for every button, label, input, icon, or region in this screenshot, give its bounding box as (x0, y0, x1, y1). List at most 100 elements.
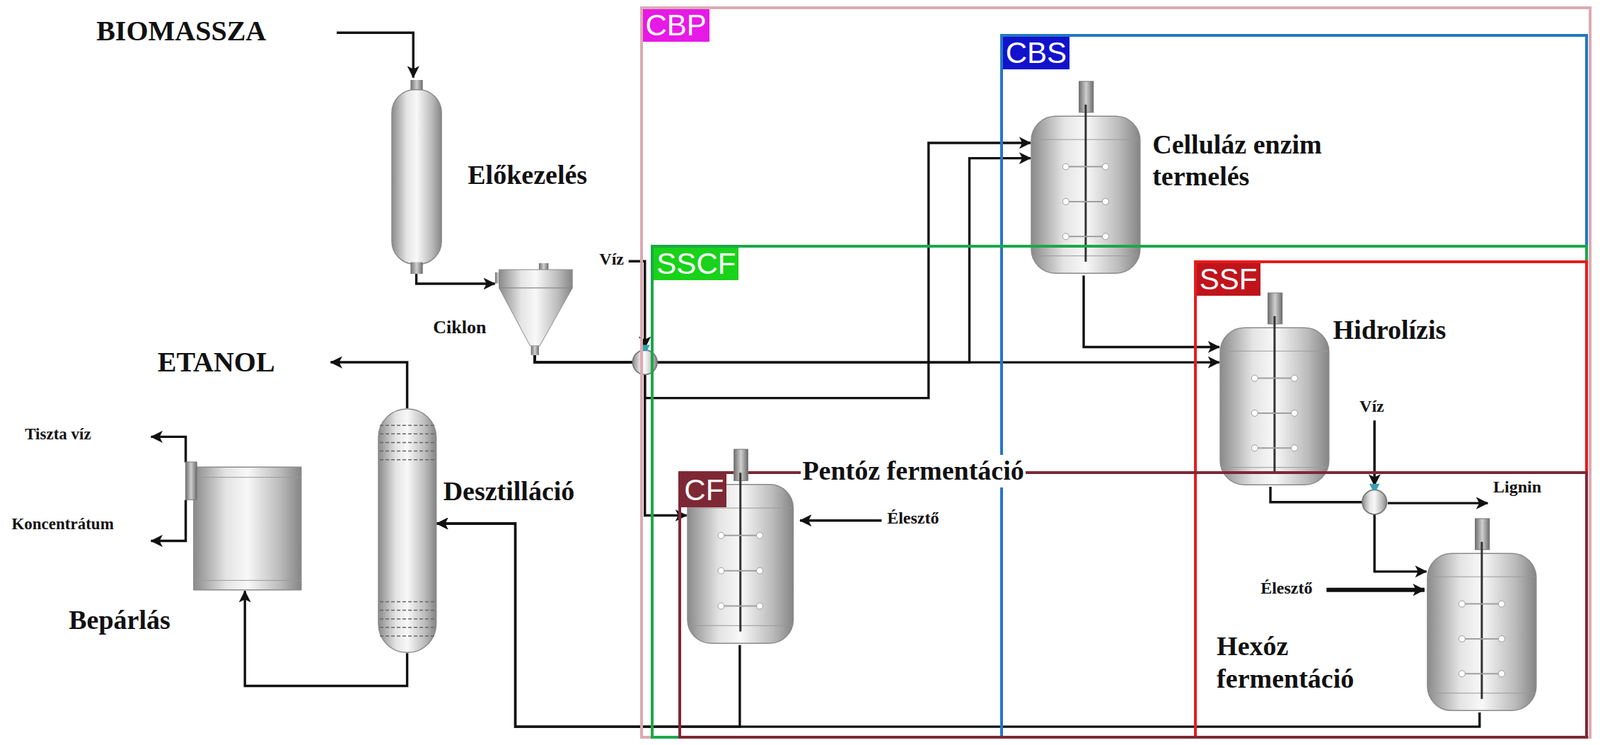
column-figure (391, 79, 442, 274)
process-region: SSFHidrolízisHexóz fermentáció (1193, 260, 1588, 740)
tank-figure (1220, 292, 1330, 485)
hydrolysis-reactor: Hidrolízis (1219, 292, 1330, 487)
process-flow-line (1270, 486, 1427, 572)
tray (379, 601, 436, 602)
tray (379, 626, 436, 628)
evaporator-body (193, 467, 302, 591)
impeller-dot (1251, 444, 1258, 452)
process-flow-line (534, 142, 1031, 399)
impeller-dot (1458, 670, 1465, 677)
impeller (1063, 200, 1108, 203)
equipment-label: Pentóz fermentáció (800, 454, 1025, 488)
impeller-dot (1062, 233, 1069, 240)
equipment-label: Ciklon (431, 316, 488, 339)
hexose-fermenter: Hexóz fermentáció (1426, 518, 1538, 713)
impeller (718, 569, 762, 571)
impeller-dot (1102, 163, 1109, 170)
impeller (1459, 672, 1504, 675)
region-tag: SSCF (653, 247, 739, 281)
impeller-dot (756, 531, 763, 539)
tray (379, 618, 436, 619)
impeller (1252, 412, 1297, 414)
impeller-dot (1290, 409, 1298, 416)
cyclone-cone (498, 287, 573, 346)
tray (379, 450, 436, 452)
stirrer-shaft (1084, 104, 1087, 262)
region-tag: CBP (642, 9, 710, 42)
evap-shape (173, 461, 303, 591)
process-flow-line (436, 523, 1480, 727)
stream-label: Élesztő (885, 507, 941, 529)
impeller (1252, 377, 1297, 380)
impeller-dot (1251, 409, 1258, 416)
tray (379, 433, 436, 435)
cyclone-separator: Ciklon (495, 263, 576, 356)
concentrate-line (151, 500, 187, 542)
column-body (391, 89, 442, 264)
stream-label: ETANOL (156, 345, 277, 380)
equipment-label: Hexóz fermentáció (1215, 630, 1402, 695)
cyclone-barrel (498, 269, 573, 288)
impeller-dot (1062, 198, 1069, 206)
impeller (1063, 166, 1108, 168)
impeller-dot (1290, 374, 1298, 382)
yeast-feed-line (800, 519, 882, 522)
process-region: CFPentóz fermentáció (678, 471, 1588, 739)
distillation-column: Desztilláció (377, 408, 438, 653)
impeller-dot (756, 567, 763, 574)
equipment-label: Desztilláció (442, 475, 577, 508)
impeller-dot (1102, 233, 1109, 240)
impeller (1459, 602, 1504, 605)
column-shape (391, 79, 443, 274)
region-tag: SSF (1196, 263, 1261, 296)
dist-shape (377, 408, 438, 653)
impeller-dot (1290, 444, 1298, 452)
impeller-dot (1062, 163, 1069, 170)
evaporator-seam (193, 477, 302, 479)
condenser-head (186, 461, 198, 500)
impeller-dot (1498, 600, 1505, 607)
impeller-dot (717, 567, 725, 574)
ethanol-product-line (330, 362, 407, 409)
nozzle (410, 261, 423, 274)
separator-nozzle (1369, 483, 1380, 491)
impeller-dot (756, 602, 763, 610)
region-tag: CBS (1003, 36, 1070, 70)
equipment-label: Bepárlás (67, 604, 172, 637)
separator-circle (1362, 489, 1388, 515)
impeller (1252, 447, 1297, 449)
tank-figure (1427, 518, 1537, 711)
stream-label: Tiszta víz (23, 424, 92, 445)
tank-shape (1426, 518, 1538, 713)
stirrer-shaft (1273, 316, 1276, 474)
stirrer-shaft (1480, 541, 1483, 699)
tray (379, 442, 436, 443)
lignin-line (1387, 501, 1488, 504)
process-flow-line (534, 158, 1031, 363)
water-feed-line (1372, 420, 1376, 486)
impeller-dot (717, 531, 725, 539)
region-tag: CF (681, 473, 727, 507)
cyclone-figure (495, 263, 573, 356)
cyclone-shape (495, 263, 576, 356)
evaporator: Bepárlás (173, 461, 303, 591)
impeller-dot (717, 602, 725, 610)
stream-label: Víz (597, 248, 626, 270)
pretreatment-column: Előkezelés (391, 79, 443, 274)
impeller (1459, 638, 1504, 640)
stirrer-shaft (739, 472, 742, 631)
impeller-dot (1458, 635, 1465, 642)
tank-shape (1219, 292, 1330, 487)
tray (379, 635, 436, 636)
tray (379, 459, 436, 460)
leader-lines (151, 32, 1489, 590)
stream-label: Víz (1358, 396, 1386, 417)
process-region: CBPCBSCelluláz enzim termelésSSCFSSFHidr… (640, 6, 1593, 740)
cyclone-outlet (530, 345, 539, 356)
equipment-label: Hidrolízis (1331, 314, 1448, 347)
separator-symbol (1362, 483, 1388, 515)
evap-figure (186, 461, 302, 590)
process-region: SSCFSSFHidrolízisHexóz fermentációCFPent… (650, 244, 1588, 739)
stream-label: Lignin (1491, 476, 1543, 498)
tray (379, 425, 436, 426)
